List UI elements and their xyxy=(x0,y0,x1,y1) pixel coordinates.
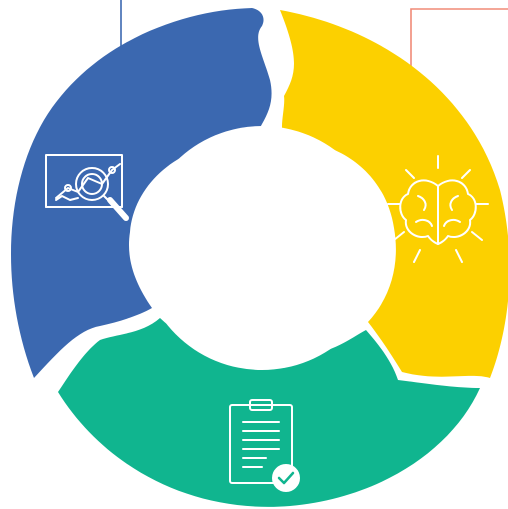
center-circle xyxy=(140,126,384,370)
brain-icon xyxy=(387,155,489,263)
magnifier-chart-icon xyxy=(45,154,129,221)
report-segment xyxy=(58,318,480,507)
insight-segment xyxy=(280,10,508,378)
coral-connector-line xyxy=(410,8,508,80)
clipboard-check-icon xyxy=(229,399,300,492)
analysis-segment xyxy=(11,8,272,378)
